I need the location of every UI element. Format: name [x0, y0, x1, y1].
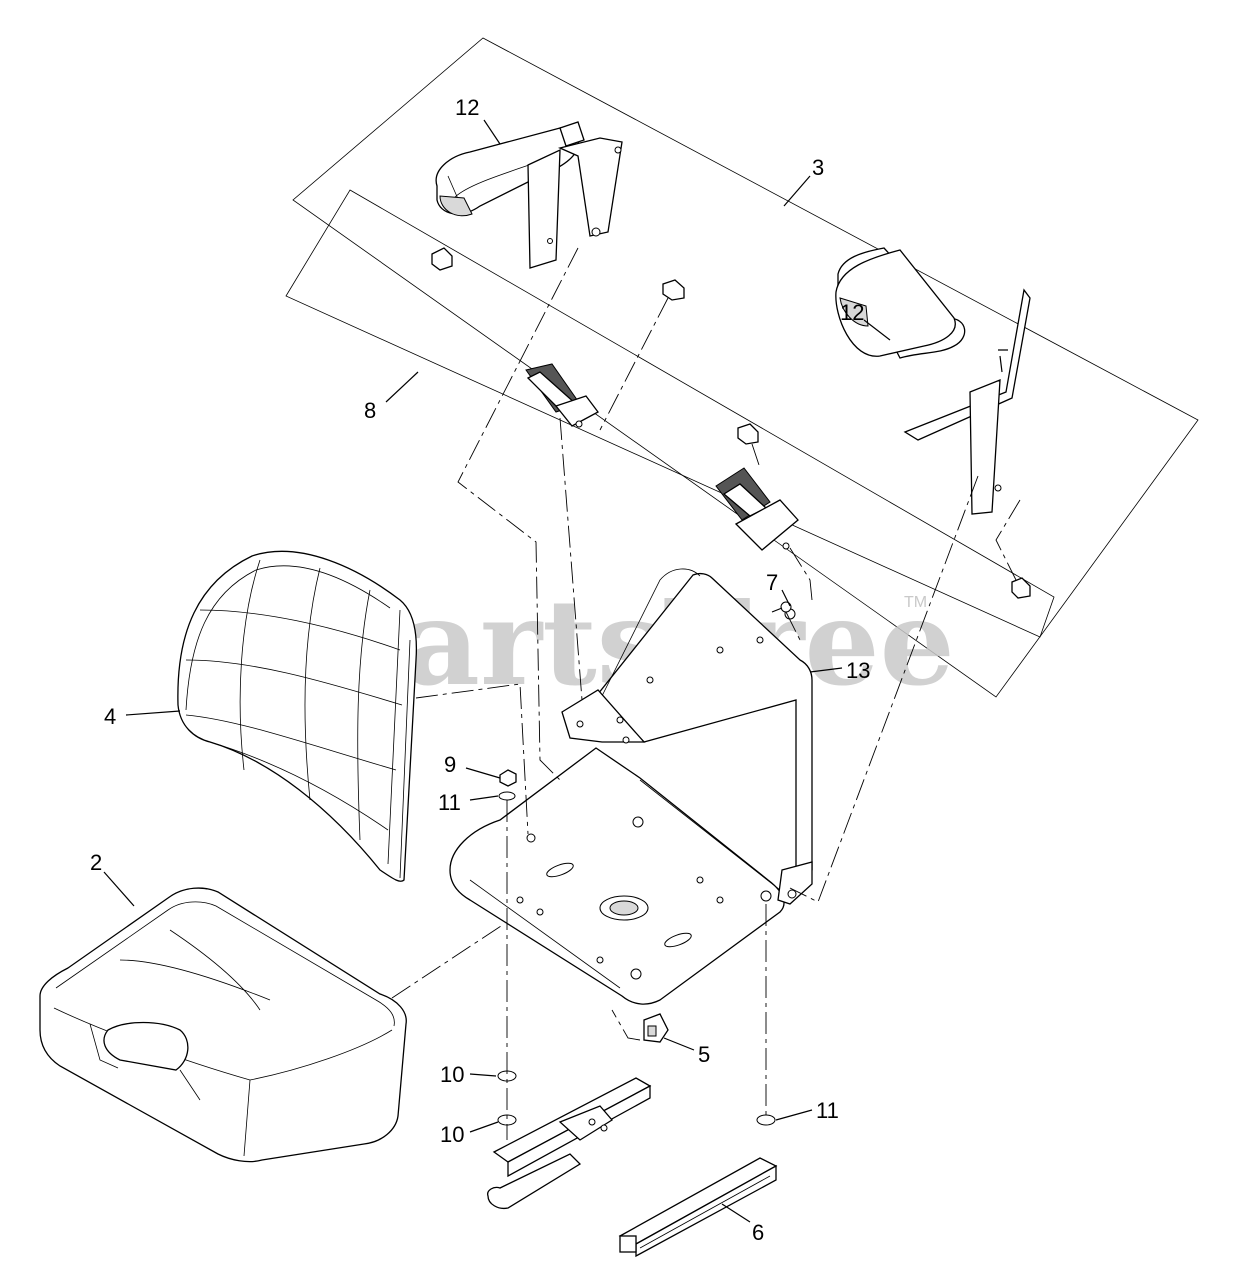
seat-bottom-cushion [39, 887, 407, 1163]
assembly-line-buckle-left [559, 417, 583, 701]
washer-11-upper [498, 791, 516, 801]
leader-11-upper [469, 795, 499, 801]
seat-slide-right [618, 1157, 778, 1258]
seat-slide-left [487, 1077, 652, 1210]
pin-top [526, 833, 536, 843]
assembly-line-nut-right [995, 499, 1021, 581]
nut-9 [499, 769, 517, 787]
leader-8 [781, 589, 791, 607]
assembly-line-left-arm [457, 247, 579, 781]
callout-11-lower: 11 [816, 1098, 839, 1123]
assembly-line-bolt8 [785, 611, 801, 641]
seat-pan [449, 568, 813, 1005]
assembly-line-switch [611, 1009, 641, 1041]
callout-11-upper: 11 [438, 790, 461, 815]
watermark-trademark: TM [904, 594, 927, 611]
leader-4 [125, 710, 181, 716]
leader-10-lower [469, 1121, 499, 1133]
leader-11-lower [775, 1109, 813, 1121]
kit-outline-3 [292, 37, 1199, 698]
leader-6 [721, 1203, 751, 1223]
nut-left [431, 247, 453, 271]
callout-3: 3 [812, 155, 824, 180]
armrest-right [835, 247, 1031, 515]
leader-2 [103, 871, 135, 907]
washer-11-lower [756, 1114, 776, 1126]
leader-5 [663, 1037, 695, 1051]
seat-back-cushion [177, 550, 418, 882]
seat-belt-buckle-left [525, 363, 599, 428]
leader-10-upper [469, 1073, 497, 1077]
callout-2: 2 [90, 850, 102, 875]
switch-5 [643, 1013, 669, 1043]
leader-3 [783, 175, 811, 207]
callout-4: 4 [104, 704, 116, 729]
leader-12-left [483, 119, 501, 145]
assembly-line-bolt-upper [599, 297, 669, 431]
assembly-line-right-arm [789, 475, 979, 903]
callout-5: 5 [698, 1042, 710, 1067]
bolt-upper [662, 279, 685, 301]
leader-7 [385, 371, 419, 403]
callout-7: 8 [364, 398, 376, 423]
callout-8: 7 [766, 570, 778, 595]
bolt-middle [737, 423, 759, 445]
assembly-line-bottom-cushion [391, 923, 505, 999]
callout-12-left: 12 [455, 95, 479, 120]
callout-13: 13 [846, 658, 870, 683]
leader-13 [809, 667, 843, 673]
leader-12-right [863, 319, 891, 341]
nut-right [1011, 577, 1031, 599]
armrest-left [435, 121, 623, 269]
leader-9 [465, 767, 501, 779]
callout-6: 6 [752, 1220, 764, 1245]
assembly-line-buckle-right [751, 443, 813, 601]
callout-10-lower: 10 [440, 1122, 464, 1147]
seat-belt-buckle-right [715, 467, 799, 551]
kit-outline-7 [285, 189, 1055, 638]
callout-12-right: 12 [840, 300, 864, 325]
callout-10-upper: 10 [440, 1062, 464, 1087]
callout-9: 9 [444, 752, 456, 777]
